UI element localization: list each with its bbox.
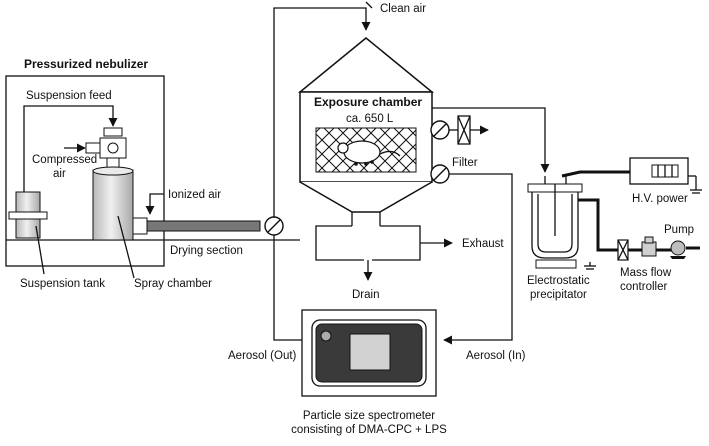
hv-power-label: H.V. power: [632, 193, 688, 205]
precipitator-inner-wall: [537, 194, 573, 253]
spray-chamber-body: [92, 169, 134, 241]
compressed-air-label-1: Compressed: [32, 154, 97, 166]
drying-section-label: Drying section: [170, 245, 243, 257]
connector-fitting: [132, 217, 148, 235]
spectrometer-label-2: consisting of DMA-CPC + LPS: [291, 424, 447, 436]
mass-flow-label-2: controller: [620, 281, 667, 293]
suspension-tank-leader: [35, 225, 45, 275]
drying-section-tube: [146, 220, 261, 232]
spectrometer-indicator-icon: [320, 330, 332, 342]
chamber-volume-label: ca. 650 L: [346, 113, 394, 125]
suspension-feed-label: Suspension feed: [26, 90, 112, 102]
nozzle-assembly: [85, 127, 127, 169]
filter-label: Filter: [452, 157, 478, 169]
nebulizer-title: Pressurized nebulizer: [24, 57, 148, 71]
nebulizer-enclosure: [5, 75, 165, 267]
outlet-filter-icon: [617, 239, 629, 261]
spectrometer-screen: [349, 333, 391, 371]
exhaust-section: Exhaust Drain: [315, 225, 504, 301]
aerosol-in-valve-icon: [430, 164, 450, 184]
ionized-air-line: [145, 193, 164, 215]
suspension-tank-label: Suspension tank: [20, 278, 105, 290]
mass-flow-controller-icon: [641, 236, 657, 257]
precipitator-base: [535, 259, 577, 269]
drain-label: Drain: [352, 289, 379, 301]
tank-clamp: [8, 211, 48, 220]
clean-air-label: Clean air: [380, 3, 426, 15]
outlet-line: [578, 198, 624, 252]
compressed-air-label-2: air: [53, 168, 66, 180]
spectrometer-label-1: Particle size spectrometer: [303, 410, 435, 422]
suspension-tank: [8, 191, 48, 239]
chamber-funnel: [299, 181, 433, 213]
spray-chamber-leader: [117, 215, 135, 279]
precipitator-label-2: precipitator: [530, 289, 587, 301]
hv-power-supply: [629, 157, 702, 194]
precipitator-label-1: Electrostatic: [527, 275, 590, 287]
nozzle-valve: [107, 142, 119, 154]
mouse-icon: [337, 140, 401, 166]
spray-chamber-label: Spray chamber: [134, 278, 212, 290]
particle-size-spectrometer: [301, 309, 437, 397]
exhaust-label: Exhaust: [462, 238, 504, 250]
pressurized-nebulizer: Pressurized nebulizer Suspension tank Su…: [5, 57, 300, 290]
clean-air-tick: [365, 1, 373, 9]
suspension-feed-line: [23, 105, 118, 192]
mass-flow-label-1: Mass flow: [620, 267, 672, 279]
exposure-chamber: Exposure chamber ca. 650 L: [297, 37, 435, 226]
aerosol-in-line: [443, 173, 513, 345]
nozzle-top: [103, 127, 123, 137]
aerosol-in-label: Aerosol (In): [466, 350, 526, 362]
aerosol-out-line: [273, 235, 313, 345]
chamber-hood: [297, 37, 435, 93]
pump-label: Pump: [664, 224, 694, 236]
ionized-air-label: Ionized air: [168, 189, 221, 201]
nozzle-inlet: [85, 142, 101, 154]
clean-air-line: [273, 7, 371, 217]
precipitator-feed-line: [432, 107, 550, 173]
aerosol-out-label: Aerosol (Out): [228, 350, 297, 362]
exposure-chamber-title: Exposure chamber: [314, 95, 422, 109]
filter-valve-icon: [430, 120, 450, 140]
hv-cable: [561, 170, 630, 178]
junction-valve-icon: [264, 216, 284, 236]
spray-chamber: [92, 166, 134, 241]
spray-chamber-top: [92, 166, 134, 176]
electrostatic-precipitator: [527, 176, 596, 270]
filter-icon: [457, 115, 471, 145]
exhaust-chamber-outline: [315, 225, 421, 261]
pump-icon: [670, 240, 686, 259]
